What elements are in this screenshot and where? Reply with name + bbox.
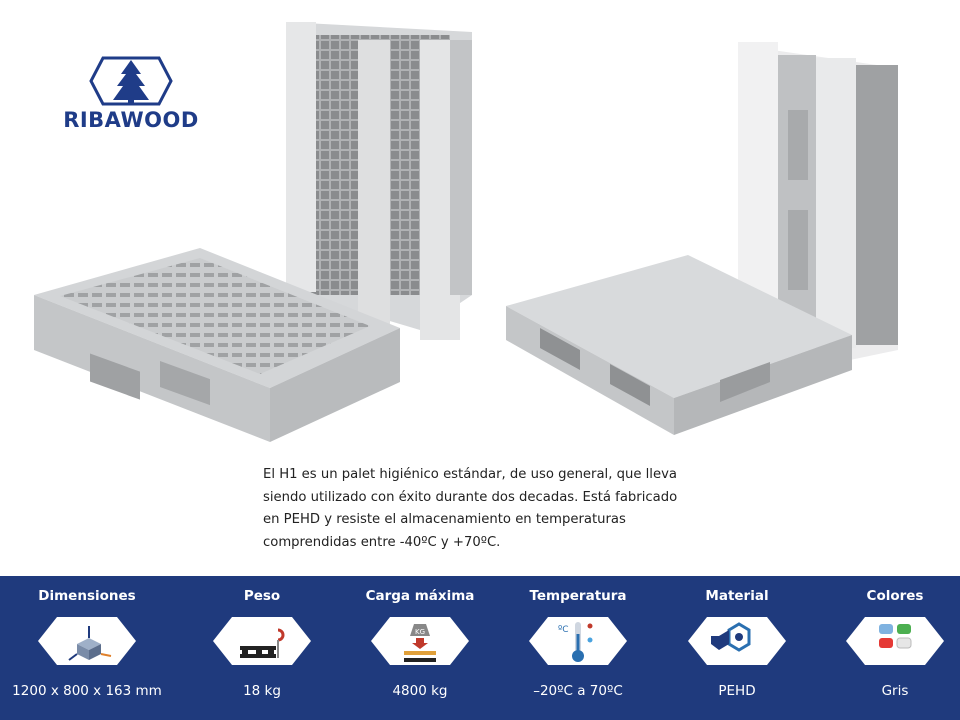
spec-temperature: Temperatura ºC –20ºC a 70ºC — [498, 576, 658, 720]
dimensions-icon — [38, 617, 136, 665]
spec-band: Dimensiones 1200 x 800 x 163 mm Peso 18 … — [0, 576, 960, 720]
colors-icon — [846, 617, 944, 665]
weight-icon — [213, 617, 311, 665]
brand-name: RIBAWOOD — [63, 108, 199, 132]
spec-weight: Peso 18 kg — [182, 576, 342, 720]
spec-value: 18 kg — [243, 683, 281, 699]
spec-max-load: Carga máxima KG 4800 kg — [340, 576, 500, 720]
spec-title: Dimensiones — [38, 588, 136, 604]
material-icon — [688, 617, 786, 665]
spec-material: Material PEHD — [657, 576, 817, 720]
spec-value: PEHD — [718, 683, 756, 699]
spec-value: 4800 kg — [392, 683, 448, 699]
spec-value: Gris — [881, 683, 909, 699]
tree-emblem-icon — [89, 56, 173, 106]
product-description: El H1 es un palet higiénico estándar, de… — [263, 467, 678, 550]
spec-title: Colores — [866, 588, 924, 604]
standing-solid-pallet — [738, 42, 898, 360]
spec-title: Peso — [243, 588, 281, 604]
spec-title: Material — [705, 588, 769, 604]
svg-text:ºC: ºC — [558, 625, 569, 635]
svg-text:KG: KG — [415, 628, 425, 636]
lying-solid-pallet — [506, 255, 852, 435]
spec-value: 1200 x 800 x 163 mm — [12, 683, 162, 699]
spec-title: Carga máxima — [365, 588, 475, 604]
temperature-icon: ºC — [529, 617, 627, 665]
max-load-icon: KG — [371, 617, 469, 665]
spec-value: –20ºC a 70ºC — [533, 683, 623, 699]
spec-colors: Colores Gris — [815, 576, 960, 720]
spec-title: Temperatura — [529, 588, 627, 604]
pallet-product-photo — [34, 22, 898, 442]
ribawood-logo: RIBAWOOD — [56, 56, 206, 138]
lying-perforated-pallet — [34, 248, 400, 442]
spec-dimensions: Dimensiones 1200 x 800 x 163 mm — [7, 576, 167, 720]
standing-perforated-pallet — [286, 22, 472, 340]
